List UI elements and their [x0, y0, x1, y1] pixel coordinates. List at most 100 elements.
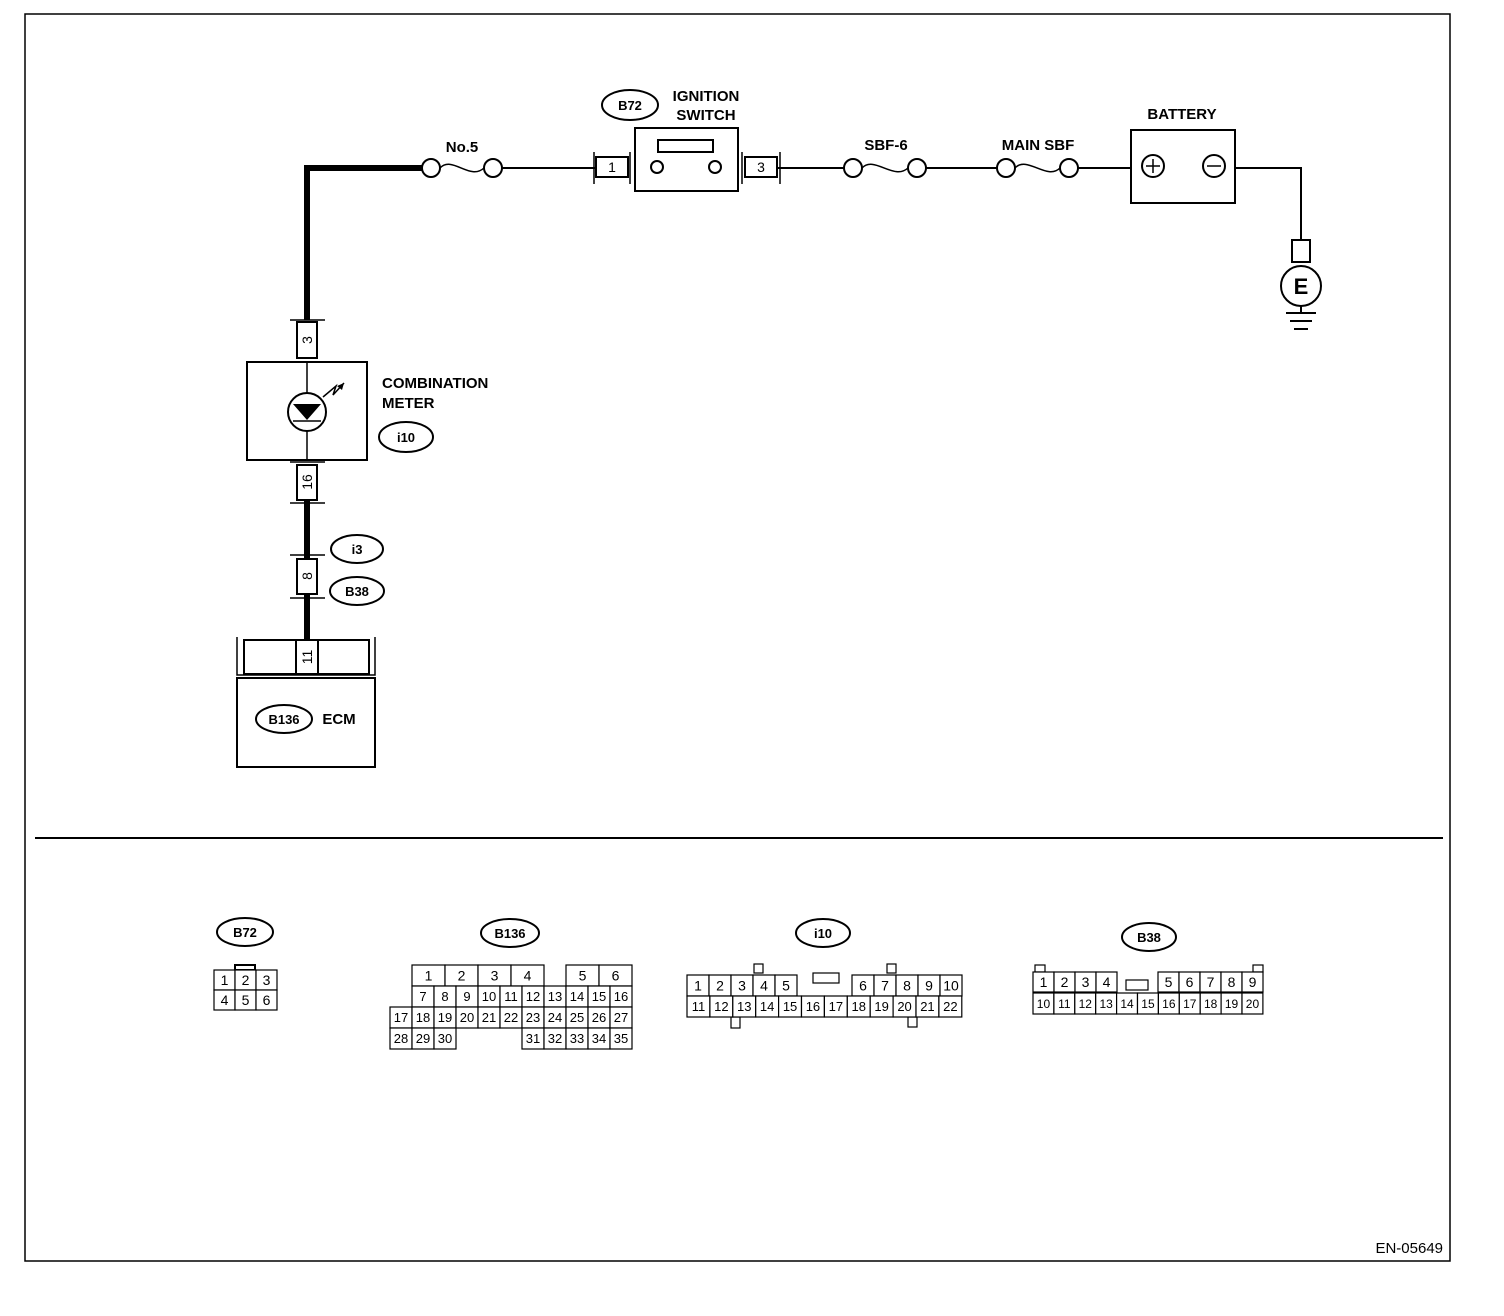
pin-number: 7	[881, 978, 889, 994]
ignition-pin-3: 3	[757, 159, 765, 175]
pin-number: 14	[570, 989, 584, 1004]
pin-number: 12	[714, 999, 728, 1014]
pin-number: 13	[737, 999, 751, 1014]
pin-number: 8	[1228, 974, 1236, 990]
pin-number: 7	[419, 989, 426, 1004]
pin-cell	[938, 995, 963, 1018]
pin-number: 34	[592, 1031, 606, 1046]
meter-pin-3: 3	[299, 336, 315, 344]
connector-latch	[886, 963, 897, 974]
pin-number: 32	[548, 1031, 562, 1046]
svg-text:SBF-6: SBF-6	[864, 137, 907, 154]
meter-pin-16: 16	[299, 474, 315, 490]
pin-number: 4	[1103, 974, 1111, 990]
pin-number: 1	[1040, 974, 1048, 990]
pin-number: 5	[782, 978, 790, 994]
connector-latch	[1252, 964, 1264, 973]
pin-number: 21	[920, 999, 934, 1014]
pin-cell	[1241, 971, 1264, 993]
fuse-no5-label: No.5	[446, 139, 479, 156]
pin-number: 19	[1225, 997, 1239, 1011]
junction-pin-8: 8	[299, 572, 315, 580]
drawing-number: EN-05649	[1375, 1240, 1443, 1257]
pin-number: 5	[1165, 974, 1173, 990]
fuse-sbf6: SBF-6	[843, 137, 927, 178]
pin-number: 21	[482, 1010, 496, 1025]
pin-number: 28	[394, 1031, 408, 1046]
ecm-label: ECM	[322, 711, 355, 728]
fuse-main-sbf: MAIN SBF	[996, 137, 1079, 178]
connector-latch	[812, 972, 840, 984]
pin-number: 16	[614, 989, 628, 1004]
pin-number: 4	[760, 978, 768, 994]
battery: BATTERY	[1130, 106, 1236, 204]
pin-number: 12	[526, 989, 540, 1004]
svg-text:B72: B72	[233, 925, 257, 940]
svg-text:SWITCH: SWITCH	[676, 107, 735, 124]
ground-e: E	[1280, 239, 1322, 330]
svg-text:MAIN SBF: MAIN SBF	[1002, 137, 1075, 154]
svg-text:B136: B136	[268, 712, 299, 727]
pin-number: 20	[1246, 997, 1260, 1011]
pin-number: 35	[614, 1031, 628, 1046]
svg-text:B38: B38	[1137, 930, 1161, 945]
pin-number: 6	[1186, 974, 1194, 990]
battery-label: BATTERY	[1147, 106, 1216, 123]
pin-number: 2	[1061, 974, 1069, 990]
combination-meter: 3 COMBINATION METER i10 16	[246, 319, 488, 504]
pin-number: 16	[806, 999, 820, 1014]
ignition-pin-1: 1	[608, 159, 616, 175]
pin-number: 9	[925, 978, 933, 994]
pin-number: 6	[263, 992, 271, 1008]
pin-number: 4	[524, 968, 532, 984]
connector-latch	[907, 1016, 918, 1028]
pin-number: 5	[579, 968, 587, 984]
pin-number: 24	[548, 1010, 562, 1025]
ecm-pin-11: 11	[299, 650, 315, 665]
pin-number: 31	[526, 1031, 540, 1046]
pin-number: 20	[897, 999, 911, 1014]
pin-number: 10	[482, 989, 496, 1004]
pin-number: 13	[548, 989, 562, 1004]
pin-number: 18	[1204, 997, 1218, 1011]
svg-text:E: E	[1294, 274, 1309, 299]
connector-latch	[730, 1016, 741, 1029]
pin-number: 15	[592, 989, 606, 1004]
pin-number: 2	[242, 972, 250, 988]
connector-latch	[1125, 979, 1149, 991]
pin-cell	[1241, 992, 1264, 1015]
pin-number: 18	[852, 999, 866, 1014]
pin-number: 22	[504, 1010, 518, 1025]
pin-number: 3	[491, 968, 499, 984]
pin-cell	[1095, 971, 1118, 993]
pin-number: 19	[438, 1010, 452, 1025]
ecm: 11 B136 ECM	[236, 637, 376, 768]
pin-number: 17	[829, 999, 843, 1014]
pin-number: 27	[614, 1010, 628, 1025]
pin-number: 10	[1037, 997, 1051, 1011]
pin-number: 8	[903, 978, 911, 994]
connector-latch	[1034, 964, 1046, 973]
pin-number: 20	[460, 1010, 474, 1025]
pin-number: 1	[221, 972, 229, 988]
pin-number: 1	[425, 968, 433, 984]
pin-number: 17	[1183, 997, 1197, 1011]
svg-text:B38: B38	[345, 584, 369, 599]
svg-text:COMBINATION: COMBINATION	[382, 375, 488, 392]
pin-number: 4	[221, 992, 229, 1008]
pin-number: 33	[570, 1031, 584, 1046]
pin-number: 1	[694, 978, 702, 994]
ignition-switch-ref: B72	[618, 98, 642, 113]
pin-number: 22	[943, 999, 957, 1014]
svg-text:IGNITION: IGNITION	[673, 88, 740, 105]
meter-ref: i10	[397, 430, 415, 445]
fuse-no5: No.5	[421, 139, 503, 178]
pin-number: 9	[1249, 974, 1257, 990]
svg-text:B136: B136	[494, 926, 525, 941]
wire-meter-feed	[304, 165, 424, 320]
